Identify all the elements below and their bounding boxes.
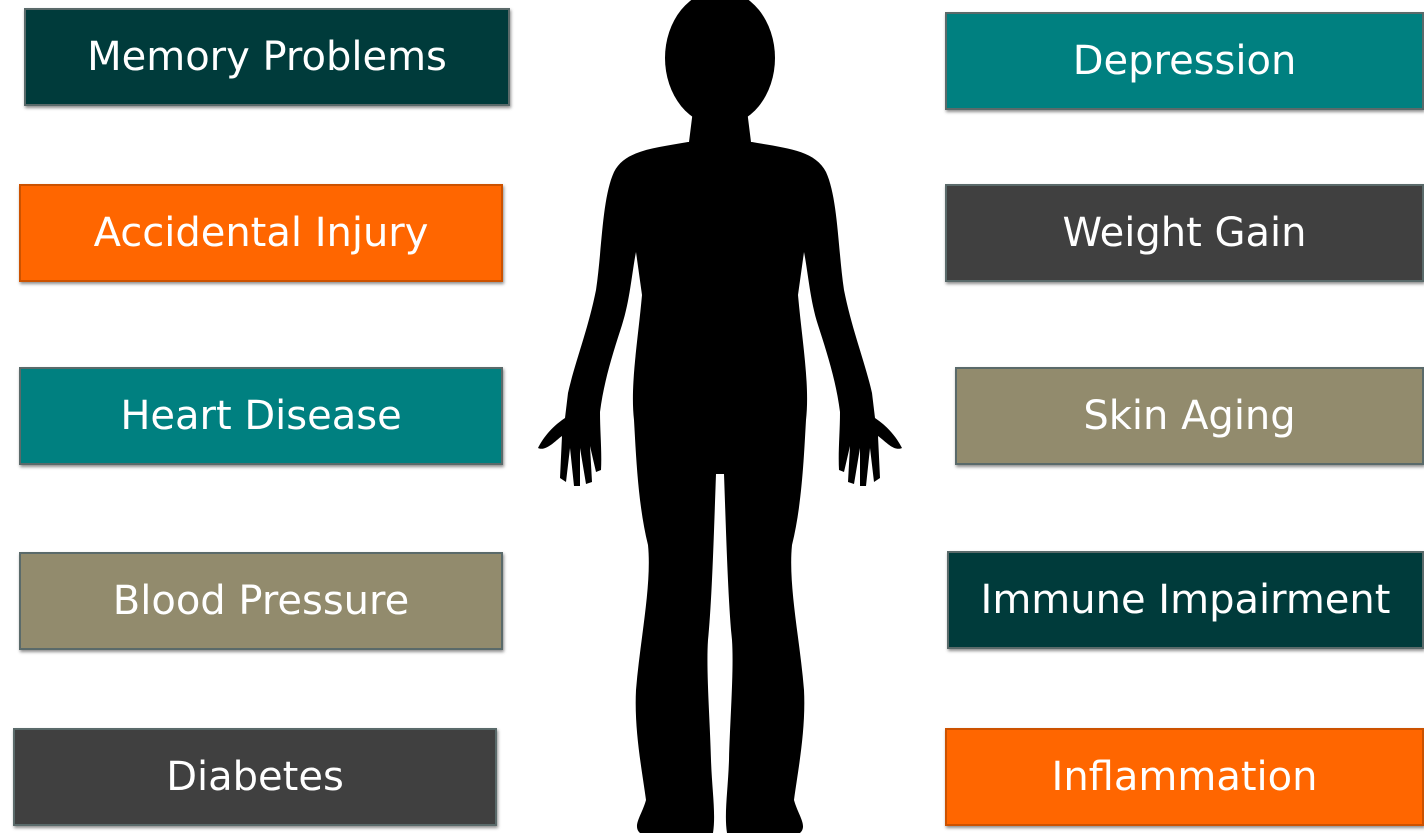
label-box-accidental-injury: Accidental Injury xyxy=(19,184,503,282)
label-box-heart-disease: Heart Disease xyxy=(19,367,503,465)
label-text: Immune Impairment xyxy=(981,577,1391,623)
label-text: Depression xyxy=(1073,38,1297,84)
label-text: Skin Aging xyxy=(1083,393,1295,439)
label-box-memory-problems: Memory Problems xyxy=(24,8,510,106)
label-text: Diabetes xyxy=(166,754,344,800)
human-body-silhouette-icon xyxy=(530,0,910,833)
label-box-immune-impairment: Immune Impairment xyxy=(947,551,1424,649)
label-text: Blood Pressure xyxy=(113,578,409,624)
label-box-inflammation: Inflammation xyxy=(945,728,1424,826)
label-box-blood-pressure: Blood Pressure xyxy=(19,552,503,650)
label-box-diabetes: Diabetes xyxy=(13,728,497,826)
label-box-skin-aging: Skin Aging xyxy=(955,367,1424,465)
label-box-depression: Depression xyxy=(945,12,1424,110)
label-text: Weight Gain xyxy=(1062,210,1306,256)
label-text: Accidental Injury xyxy=(94,210,429,256)
label-text: Inflammation xyxy=(1052,754,1318,800)
label-text: Memory Problems xyxy=(87,34,447,80)
label-text: Heart Disease xyxy=(120,393,401,439)
label-box-weight-gain: Weight Gain xyxy=(945,184,1424,282)
